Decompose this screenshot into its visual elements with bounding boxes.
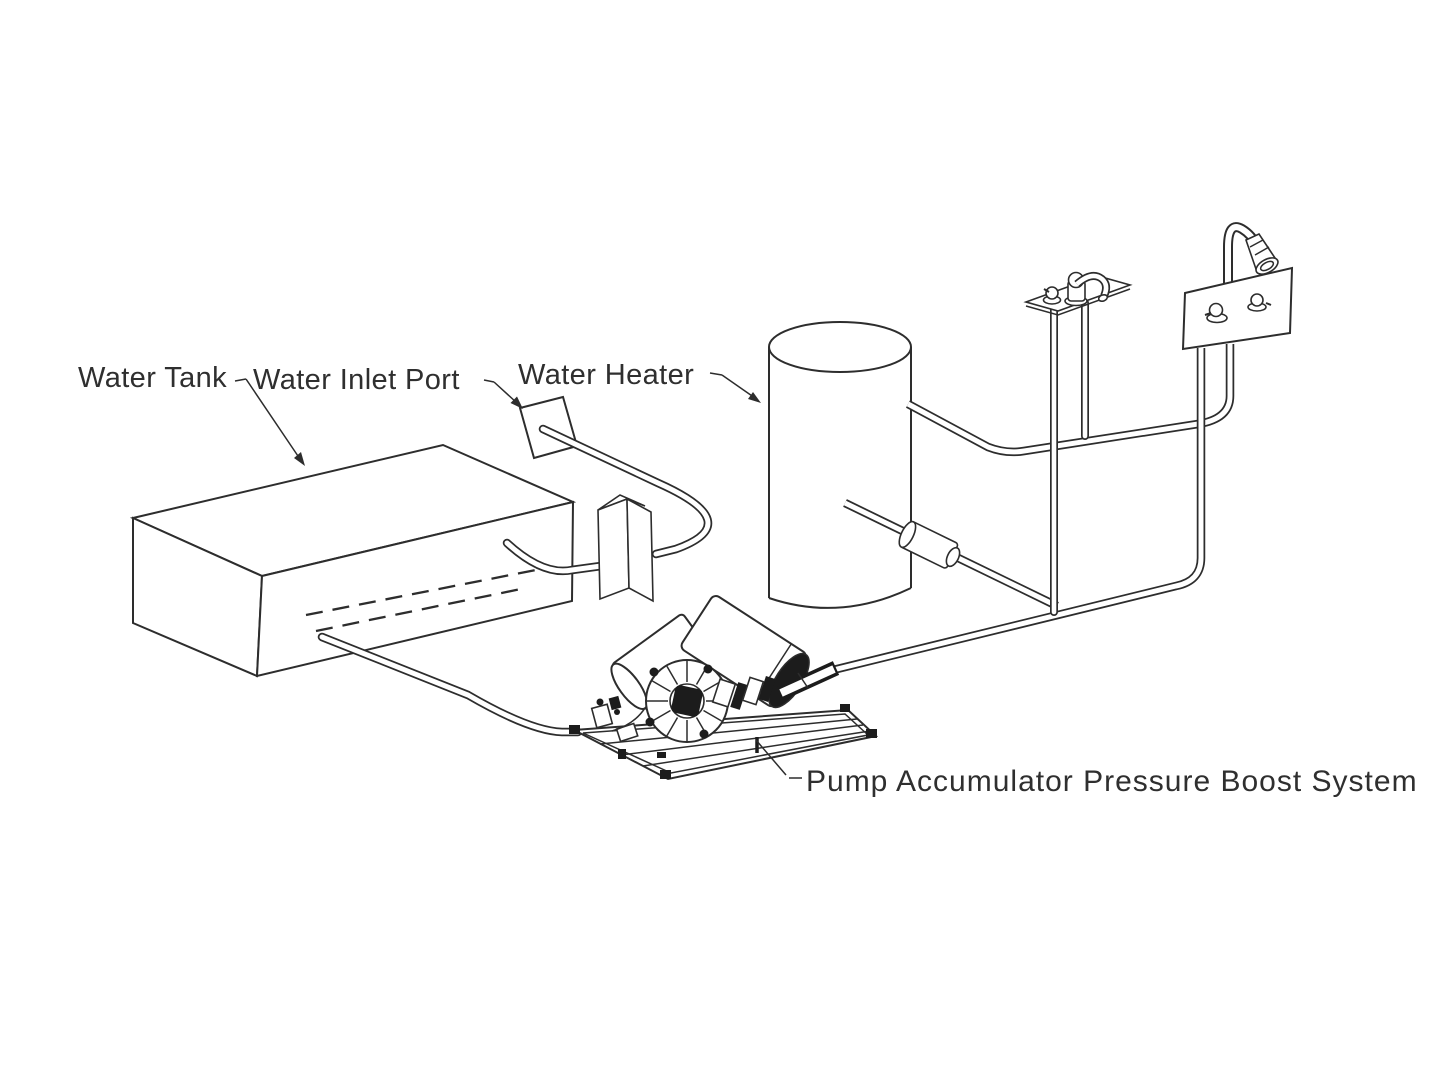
tank-outlet-pipe xyxy=(317,632,583,737)
hot-water-pipe xyxy=(905,344,1235,457)
faucet-knob xyxy=(1045,286,1059,300)
pump-base-tray xyxy=(569,704,879,781)
inline-filter-box-figure xyxy=(597,494,654,603)
shower-knob-left xyxy=(1204,302,1228,324)
pump-head xyxy=(645,659,729,743)
water-level-dashed-line xyxy=(315,587,522,633)
pump-system-figure xyxy=(569,595,879,781)
pump-outlet-connector xyxy=(711,676,776,710)
cold-water-pipe xyxy=(827,348,1206,676)
shower-knob-right xyxy=(1247,293,1272,312)
tank-to-filter-pipe xyxy=(502,538,606,576)
faucet-spout xyxy=(1074,271,1111,303)
inlet-port-pipe xyxy=(538,424,713,559)
pump-outlet-stub xyxy=(775,661,840,701)
leader-water-inlet-port xyxy=(483,379,523,409)
label-water-tank: Water Tank xyxy=(78,362,227,394)
label-water-heater: Water Heater xyxy=(518,359,694,391)
shower-head xyxy=(1245,232,1279,275)
water-level-dashed-line xyxy=(305,567,542,617)
kitchen-faucet-figure xyxy=(1023,271,1133,316)
leader-pump-system xyxy=(755,739,802,779)
leader-water-heater xyxy=(709,372,761,403)
label-water-inlet-port: Water Inlet Port xyxy=(253,364,460,396)
water-heater-figure xyxy=(768,321,912,609)
label-pump-system: Pump Accumulator Pressure Boost System xyxy=(806,765,1418,798)
water-tank-figure xyxy=(129,443,577,678)
shower-panel-figure xyxy=(1181,266,1294,351)
leader-water-tank xyxy=(234,378,305,466)
pipe-coupling xyxy=(898,520,961,569)
